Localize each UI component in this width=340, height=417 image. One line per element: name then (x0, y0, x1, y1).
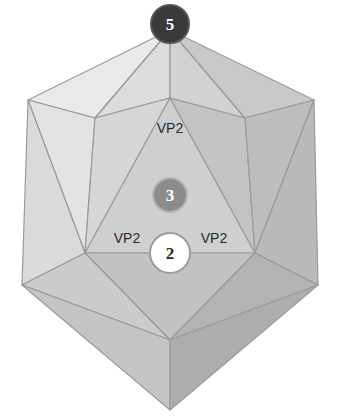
twofold-axis-marker: 2 (149, 232, 191, 274)
icosahedron-face (85, 98, 255, 253)
icosahedron-face (22, 285, 170, 410)
axis-number: 5 (166, 16, 175, 33)
fivefold-axis-marker: 5 (150, 4, 190, 44)
axis-number: 2 (166, 245, 175, 262)
icosahedron-face (170, 285, 318, 410)
protein-label: VP2 (114, 230, 140, 246)
axis-number: 3 (166, 187, 175, 204)
protein-label: VP2 (157, 120, 183, 136)
protein-label: VP2 (201, 230, 227, 246)
threefold-axis-marker: 3 (152, 177, 188, 213)
